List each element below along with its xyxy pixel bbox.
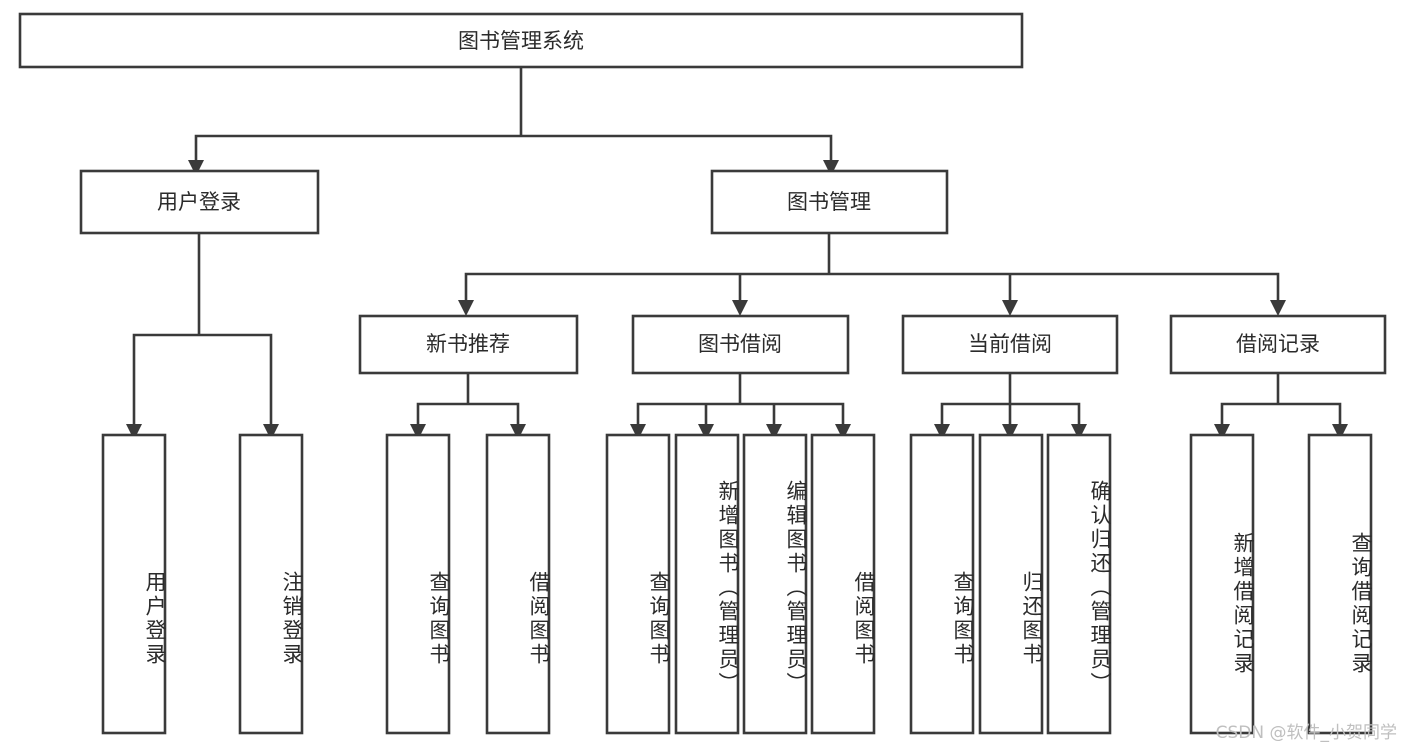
- node-current-borrow[interactable]: 当前借阅: [901, 314, 1119, 375]
- edge-newbook-trunk: [416, 371, 520, 426]
- node-current-borrow-label: 当前借阅: [968, 332, 1052, 356]
- arrow-icon: [1002, 424, 1018, 440]
- arrow-icon: [732, 300, 748, 316]
- leaf-box-borrow-book-1[interactable]: [485, 433, 551, 735]
- arrow-icon: [698, 424, 714, 440]
- edge-root-trunk: [194, 65, 833, 162]
- edge-layer: [132, 65, 1342, 426]
- edge-bookmgmt-trunk: [464, 231, 1280, 302]
- arrow-icon: [1071, 424, 1087, 440]
- leaf-box-edit-book[interactable]: [742, 433, 808, 735]
- leaf-box-query-record[interactable]: [1307, 433, 1373, 735]
- arrow-icon: [1332, 424, 1348, 440]
- arrow-icon: [263, 424, 279, 440]
- edge-userlogin-trunk: [132, 231, 273, 426]
- node-root[interactable]: 图书管理系统: [18, 12, 1024, 69]
- leaf-box-logout[interactable]: [238, 433, 304, 735]
- node-user-login[interactable]: 用户登录: [79, 169, 320, 235]
- node-root-label: 图书管理系统: [458, 29, 584, 53]
- node-book-management-label: 图书管理: [787, 190, 871, 214]
- arrow-icon: [835, 424, 851, 440]
- arrow-icon: [1214, 424, 1230, 440]
- node-borrow-record-label: 借阅记录: [1236, 332, 1320, 356]
- arrowhead-layer: [126, 160, 1348, 440]
- arrow-icon: [458, 300, 474, 316]
- leaf-box-add-book[interactable]: [674, 433, 740, 735]
- leaf-boxes: [101, 433, 1373, 735]
- arrow-icon: [410, 424, 426, 440]
- leaf-box-query-book-2[interactable]: [605, 433, 671, 735]
- node-user-login-label: 用户登录: [157, 190, 241, 214]
- node-book-management[interactable]: 图书管理: [710, 169, 949, 235]
- arrow-icon: [934, 424, 950, 440]
- edge-current-trunk: [940, 371, 1081, 426]
- node-book-borrow[interactable]: 图书借阅: [631, 314, 850, 375]
- watermark-text: CSDN @软件_小贺同学: [1215, 723, 1397, 743]
- arrow-icon: [766, 424, 782, 440]
- leaf-box-borrow-book-2[interactable]: [810, 433, 876, 735]
- node-book-borrow-label: 图书借阅: [698, 332, 782, 356]
- arrow-icon: [823, 160, 839, 176]
- arrow-icon: [126, 424, 142, 440]
- leaf-box-confirm-return[interactable]: [1046, 433, 1112, 735]
- arrow-icon: [510, 424, 526, 440]
- arrow-icon: [1270, 300, 1286, 316]
- leaf-box-query-book-3[interactable]: [909, 433, 975, 735]
- leaf-box-add-record[interactable]: [1189, 433, 1255, 735]
- edge-record-trunk: [1220, 371, 1342, 426]
- arrow-icon: [188, 160, 204, 176]
- node-new-book-recommend[interactable]: 新书推荐: [358, 314, 579, 375]
- leaf-box-return-book[interactable]: [978, 433, 1044, 735]
- arrow-icon: [630, 424, 646, 440]
- leaf-box-query-book-1[interactable]: [385, 433, 451, 735]
- node-borrow-record[interactable]: 借阅记录: [1169, 314, 1387, 375]
- arrow-icon: [1002, 300, 1018, 316]
- node-new-book-recommend-label: 新书推荐: [426, 332, 510, 356]
- leaf-box-user-login[interactable]: [101, 433, 167, 735]
- edge-borrow-trunk: [636, 371, 845, 426]
